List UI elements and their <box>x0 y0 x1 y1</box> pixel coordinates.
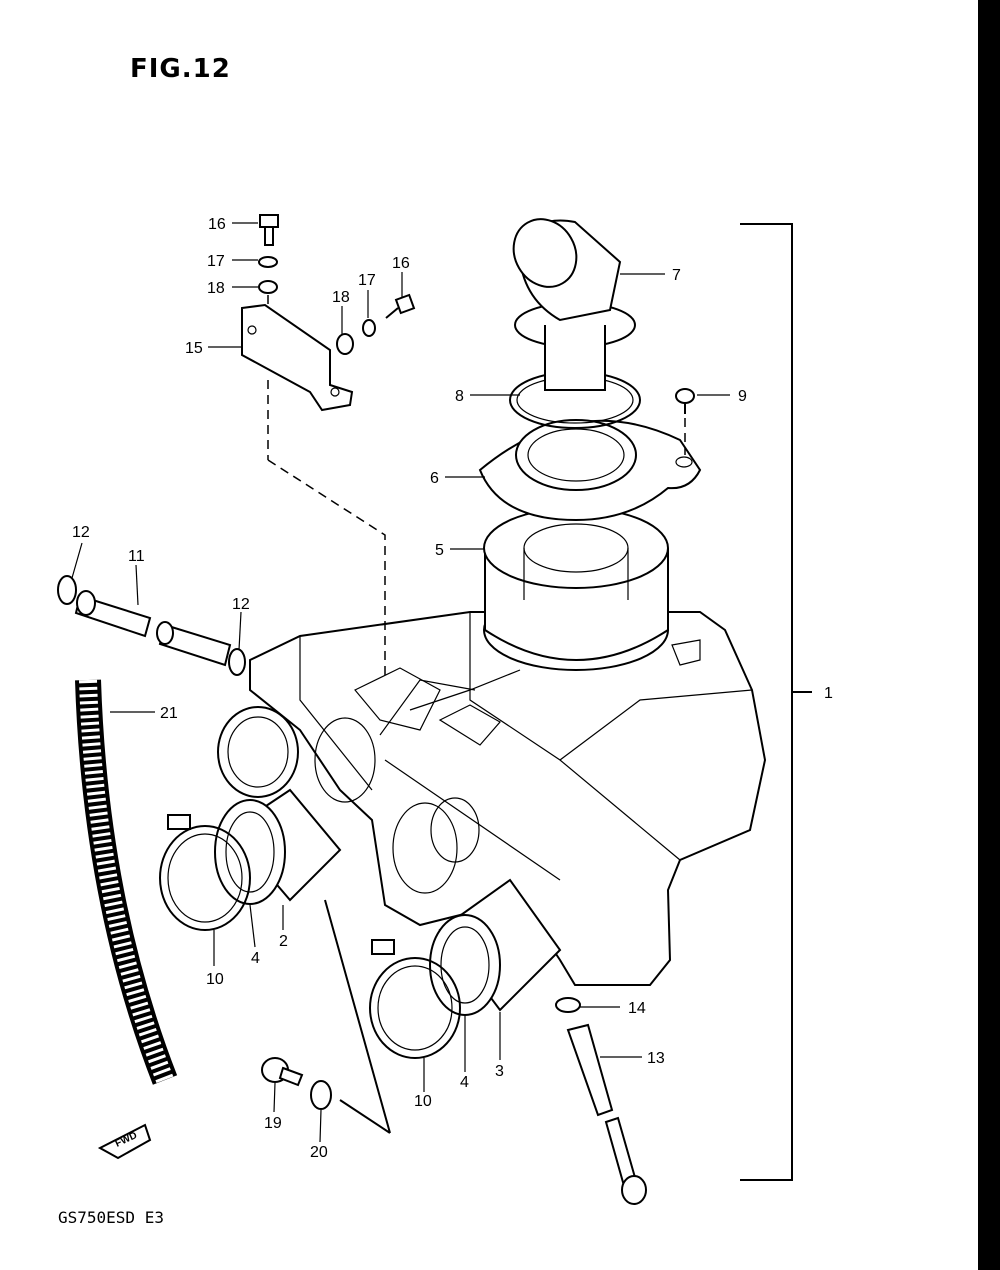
callout-11: 11 <box>128 548 145 565</box>
cleaner-cap <box>478 419 702 522</box>
figure-title: FIG.12 <box>130 54 231 84</box>
bolt-16a <box>259 214 279 246</box>
bolt-16b <box>385 293 416 319</box>
breather-hose <box>75 679 178 1085</box>
callout-2: 2 <box>279 933 288 950</box>
scan-edge <box>978 0 1000 1270</box>
callout-1: 1 <box>824 685 833 702</box>
washer-18b <box>336 333 354 355</box>
callout-16a: 16 <box>208 216 226 233</box>
screw-9 <box>675 388 695 455</box>
mounting-bracket <box>241 303 386 680</box>
washer-18a <box>258 280 278 294</box>
callout-21: 21 <box>160 705 178 722</box>
callout-19: 19 <box>264 1115 282 1132</box>
callout-20: 20 <box>310 1144 328 1161</box>
assembly-bracket <box>740 223 812 1181</box>
hose-clamp-12b <box>228 648 246 676</box>
inlet-duct <box>512 218 636 391</box>
callout-15: 15 <box>185 340 203 357</box>
lock-washer-17a <box>258 256 278 268</box>
lock-washer-17b <box>362 319 376 337</box>
callout-9: 9 <box>738 388 747 405</box>
callout-5: 5 <box>435 542 444 559</box>
drain-plug <box>566 1023 647 1205</box>
callout-17b: 17 <box>358 272 376 289</box>
callout-10b: 10 <box>414 1093 432 1110</box>
clamp-10a <box>159 814 251 931</box>
clamp-14 <box>555 997 581 1013</box>
air-cleaner-case <box>249 611 767 986</box>
intake-pipe-3 <box>429 878 562 1016</box>
filter-element <box>483 507 669 671</box>
callout-12a: 12 <box>72 524 90 541</box>
callout-4a: 4 <box>251 950 260 967</box>
callout-17a: 17 <box>207 253 225 270</box>
bolt-19 <box>261 1057 304 1087</box>
leader-lines <box>71 222 730 1143</box>
washer-20 <box>310 1080 332 1110</box>
drain-hose <box>74 590 232 667</box>
callout-3: 3 <box>495 1063 504 1080</box>
callout-10a: 10 <box>206 971 224 988</box>
callout-12b: 12 <box>232 596 250 613</box>
callout-7: 7 <box>672 267 681 284</box>
intake-pipe-rear <box>217 706 299 798</box>
callout-4b: 4 <box>460 1074 469 1091</box>
callout-18b: 18 <box>332 289 350 306</box>
callout-18a: 18 <box>207 280 225 297</box>
callout-14: 14 <box>628 1000 646 1017</box>
clamp-10b <box>369 939 461 1059</box>
intake-pipe-2 <box>214 788 342 905</box>
model-code: GS750ESD E3 <box>58 1208 164 1227</box>
callout-16b: 16 <box>392 255 410 272</box>
callout-13: 13 <box>647 1050 665 1067</box>
hose-clamp-12a <box>57 575 77 605</box>
fwd-arrow-icon: FWD <box>97 1123 152 1160</box>
callout-6: 6 <box>430 470 439 487</box>
callout-8: 8 <box>455 388 464 405</box>
